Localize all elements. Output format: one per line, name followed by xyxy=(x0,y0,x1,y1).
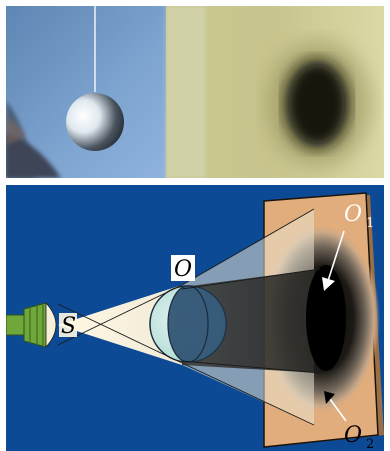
ball xyxy=(150,286,226,362)
svg-text:2: 2 xyxy=(366,437,374,451)
svg-text:1: 1 xyxy=(366,216,374,231)
label-source: S xyxy=(59,313,77,339)
svg-text:O: O xyxy=(344,202,362,227)
shadow-umbra xyxy=(285,60,349,148)
photo-panel xyxy=(6,6,384,178)
svg-text:S: S xyxy=(61,314,76,339)
svg-text:O: O xyxy=(344,423,362,448)
label-ball-top: O xyxy=(171,255,195,282)
shadow-diagram: S O O 1 O 2 xyxy=(6,185,384,451)
blurred-shadow-photo xyxy=(166,6,384,178)
hanging-ball-photo xyxy=(6,6,166,178)
hanging-ball xyxy=(66,93,124,151)
svg-text:O: O xyxy=(174,257,192,282)
